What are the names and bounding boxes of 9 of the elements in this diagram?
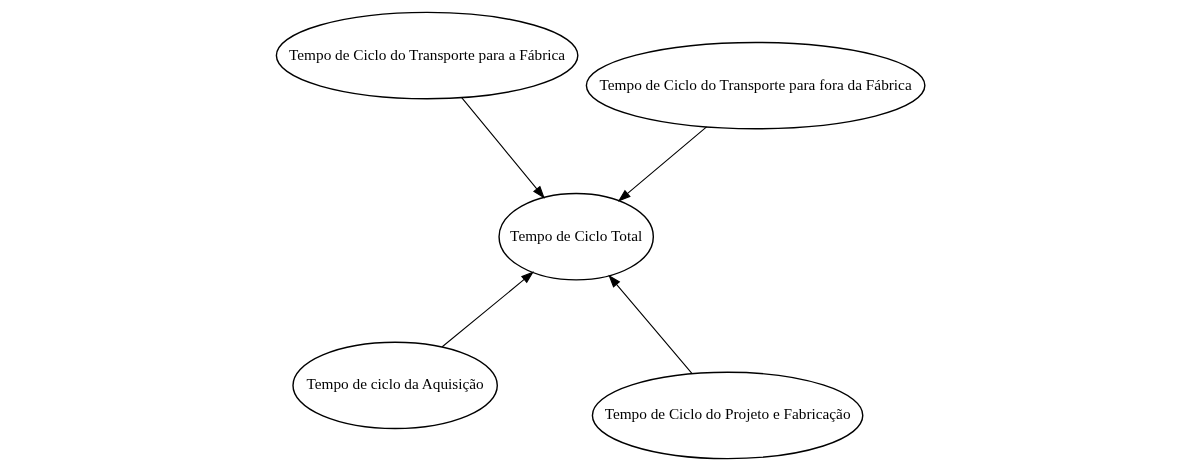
- node-ellipse: Tempo de Ciclo Total: [497, 192, 654, 281]
- node-ellipse: Tempo de Ciclo do Projeto e Fabricação: [591, 371, 863, 460]
- node-ellipse: Tempo de Ciclo do Transporte para a Fábrica: [275, 11, 578, 100]
- arrow: [607, 274, 693, 375]
- arrow: [617, 126, 707, 202]
- arrow: [460, 97, 545, 199]
- node-ellipse: Tempo de ciclo da Aquisição: [291, 341, 498, 430]
- node-ellipse: Tempo de Ciclo do Transporte para fora da Fábrica: [585, 41, 926, 130]
- arrow: [441, 271, 534, 348]
